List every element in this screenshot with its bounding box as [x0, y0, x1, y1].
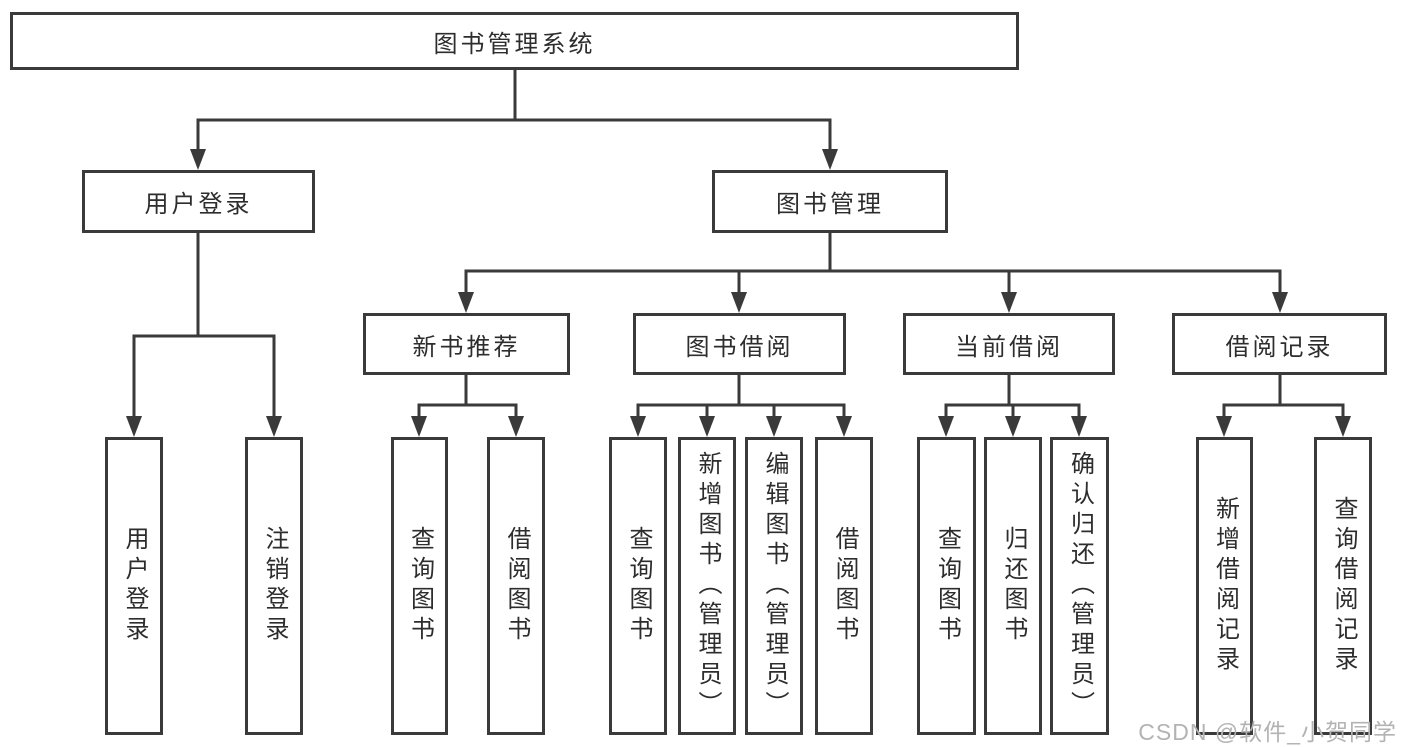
node-leaf-borrow-books-2: 借阅图书: [815, 437, 873, 735]
arrowhead-icon: [508, 416, 524, 437]
arrowhead-icon: [630, 416, 646, 437]
arrowhead-icon: [126, 416, 142, 437]
node-label: 图书管理: [776, 191, 884, 218]
node-label: 新增图书（管理员）: [694, 451, 721, 721]
node-label: 查询图书: [933, 526, 961, 646]
node-current-borrowing: 当前借阅: [903, 313, 1115, 375]
node-label: 确认归还（管理员）: [1066, 451, 1094, 721]
arrowhead-icon: [1335, 416, 1351, 437]
node-label: 图书借阅: [685, 333, 794, 361]
node-label: 用户登录: [144, 191, 253, 218]
node-label: 查询图书: [406, 526, 434, 646]
arrowhead-icon: [1001, 292, 1017, 313]
arrowhead-icon: [1071, 416, 1087, 437]
arrowhead-icon: [938, 416, 954, 437]
arrowhead-icon: [458, 292, 474, 313]
node-leaf-search-borrowing-record: 查询借阅记录: [1314, 437, 1372, 735]
node-book-management: 图书管理: [712, 170, 948, 233]
node-label: 借阅记录: [1225, 333, 1334, 361]
watermark: CSDN @软件_小贺同学: [1138, 719, 1397, 745]
arrowhead-icon: [822, 149, 838, 170]
arrowhead-icon: [836, 416, 852, 437]
node-leaf-borrow-books-1: 借阅图书: [487, 437, 545, 735]
node-new-book-recommendation: 新书推荐: [363, 313, 570, 375]
node-book-borrowing: 图书借阅: [633, 313, 846, 375]
arrowhead-icon: [1216, 416, 1232, 437]
node-label: 当前借阅: [955, 333, 1063, 361]
arrowhead-icon: [190, 149, 206, 170]
node-label: 借阅图书: [503, 526, 530, 646]
node-label: 查询借阅记录: [1330, 496, 1357, 676]
node-leaf-add-books-admin: 新增图书（管理员）: [678, 437, 736, 735]
node-label: 借阅图书: [831, 526, 858, 646]
arrowhead-icon: [731, 292, 747, 313]
arrowhead-icon: [766, 416, 782, 437]
node-leaf-confirm-return-admin: 确认归还（管理员）: [1050, 437, 1109, 735]
arrowhead-icon: [266, 416, 282, 437]
arrowhead-icon: [411, 416, 427, 437]
arrowhead-icon: [699, 416, 715, 437]
node-leaf-user-login: 用户登录: [105, 437, 163, 735]
node-leaf-logout: 注销登录: [245, 437, 303, 735]
node-library-management-system: 图书管理系统: [10, 12, 1019, 70]
node-label: 图书管理系统: [433, 30, 596, 58]
node-label: 编辑图书（管理员）: [761, 451, 788, 721]
node-leaf-search-books-2: 查询图书: [609, 437, 667, 735]
node-borrowing-records: 借阅记录: [1172, 313, 1387, 375]
arrowhead-icon: [1005, 416, 1021, 437]
node-label: 新书推荐: [412, 333, 521, 361]
node-label: 用户登录: [121, 526, 148, 646]
node-leaf-return-books: 归还图书: [984, 437, 1042, 735]
node-user-login: 用户登录: [82, 170, 315, 233]
node-label: 新增借阅记录: [1211, 496, 1239, 676]
node-label: 归还图书: [1000, 526, 1027, 646]
node-leaf-search-books-3: 查询图书: [917, 437, 976, 735]
node-leaf-add-borrowing-record: 新增借阅记录: [1196, 437, 1253, 735]
node-label: 注销登录: [261, 526, 288, 646]
node-label: 查询图书: [625, 526, 652, 646]
node-leaf-edit-books-admin: 编辑图书（管理员）: [745, 437, 803, 735]
node-leaf-search-books-1: 查询图书: [391, 437, 448, 735]
arrowhead-icon: [1272, 292, 1288, 313]
